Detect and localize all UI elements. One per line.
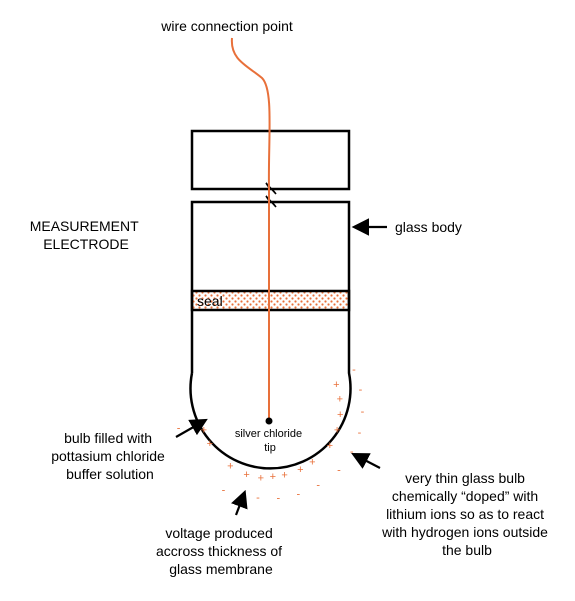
voltage-arrow <box>231 489 248 516</box>
thin-bulb-arrow <box>351 452 381 469</box>
bulb-filled-arrow <box>175 418 208 438</box>
plus-charge: + <box>333 379 339 391</box>
minus-charge: - <box>316 479 320 491</box>
electrode-title: MEASUREMENT ELECTRODE <box>30 218 143 252</box>
electrode-cap <box>190 129 351 191</box>
thin-bulb-label: very thin glass bulb chemically “doped” … <box>381 470 552 558</box>
minus-charge: - <box>276 493 280 505</box>
wire <box>230 37 271 420</box>
minus-charge: - <box>350 446 354 458</box>
minus-charge: - <box>358 427 362 439</box>
wire-connection-label: wire connection point <box>160 18 293 34</box>
seal-band <box>190 289 351 312</box>
plus-charge: + <box>227 460 233 472</box>
break-mark-top <box>258 182 285 195</box>
minus-charge: - <box>337 465 341 477</box>
membrane-charges: ++++----+++++++++--------+ <box>177 364 365 505</box>
plus-charge: + <box>258 472 264 484</box>
minus-charge: - <box>296 489 300 501</box>
plus-charge: + <box>337 393 343 405</box>
minus-charge: - <box>361 406 365 418</box>
minus-charge: - <box>177 423 181 435</box>
glass-body-outline <box>189 200 352 470</box>
plus-charge: + <box>270 471 276 483</box>
plus-charge: + <box>297 464 303 476</box>
minus-charge: - <box>359 384 363 396</box>
minus-charge: - <box>352 364 356 376</box>
plus-charge: + <box>337 409 343 421</box>
break-mark-bottom <box>258 195 285 208</box>
glass-body-label: glass body <box>395 219 462 235</box>
voltage-label: voltage produced accross thickness of gl… <box>156 525 286 577</box>
minus-charge: - <box>256 492 260 504</box>
plus-charge: + <box>327 440 333 452</box>
bulb-filled-label: bulb filled with pottasium chloride buff… <box>51 430 169 482</box>
plus-charge: + <box>207 438 213 450</box>
silver-chloride-tip-label: silver chloride tip <box>235 428 305 454</box>
seal-label: seal <box>197 293 223 309</box>
plus-charge: + <box>243 469 249 481</box>
silver-chloride-tip-dot <box>265 417 273 425</box>
plus-charge: + <box>201 425 207 437</box>
minus-charge: - <box>222 484 226 496</box>
plus-charge: + <box>309 457 315 469</box>
plus-charge: + <box>281 470 287 482</box>
plus-charge: + <box>334 425 340 437</box>
